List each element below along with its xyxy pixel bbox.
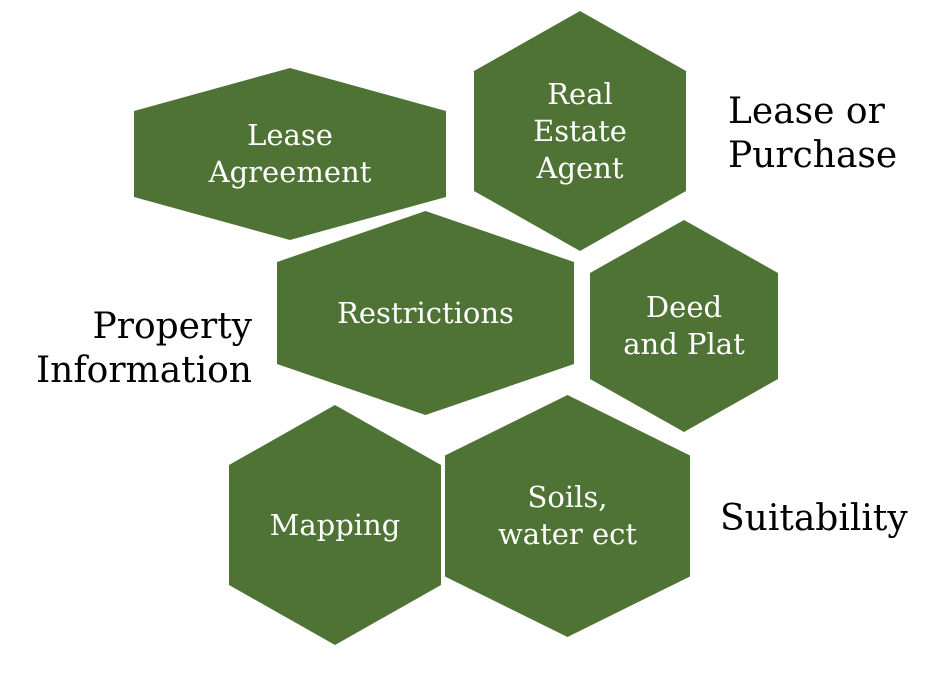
label-suitability: Suitability: [720, 498, 908, 539]
label-property-information: Property Information: [35, 306, 252, 391]
hex-lease-agreement-label: Lease Agreement: [208, 118, 372, 189]
hex-real-estate-agent-label: Real Estate Agent: [533, 76, 627, 185]
hex-mapping: Mapping: [229, 405, 441, 645]
hex-lease-agreement: Lease Agreement: [134, 68, 446, 240]
label-lease-or-purchase: Lease or Purchase: [728, 91, 898, 176]
hex-restrictions-label: Restrictions: [337, 295, 514, 330]
hex-deed-and-plat-label: Deed and Plat: [623, 290, 745, 361]
hex-soils-water-label: Soils, water ect: [497, 480, 638, 551]
hex-soils-water: Soils, water ect: [445, 395, 690, 637]
hex-real-estate-agent: Real Estate Agent: [474, 11, 686, 251]
hex-deed-and-plat: Deed and Plat: [590, 220, 778, 432]
hex-restrictions: Restrictions: [277, 211, 574, 415]
hex-mapping-label: Mapping: [269, 507, 401, 542]
